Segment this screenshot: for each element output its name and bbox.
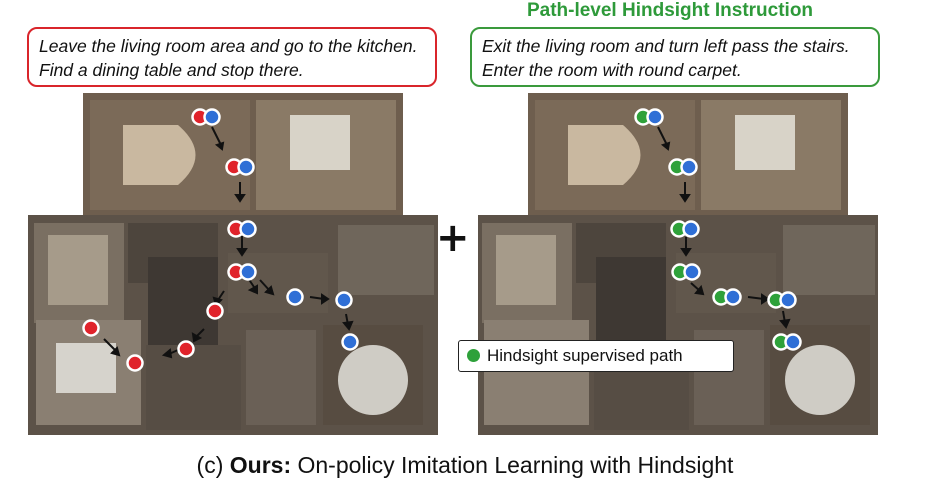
figure-caption: (c) Ours: On-policy Imitation Learning w… [0,450,930,480]
floorplan-rooms [34,100,434,430]
floorplan-map-right [478,85,878,435]
expert-path-blue [203,108,359,351]
floorplan-map-left [28,85,438,435]
expert-path-blue [646,108,802,351]
floorplan-rooms [482,100,875,430]
legend-box: Hindsight supervised path [458,340,734,372]
hindsight-instruction-heading: Path-level Hindsight Instruction [526,0,814,21]
caption-rest: On-policy Imitation Learning with Hindsi… [291,452,734,478]
path-arrows [103,126,354,359]
caption-prefix: (c) [196,452,230,478]
hindsight-instruction-box: Exit the living room and turn left pass … [470,27,880,87]
original-instruction-box: Leave the living room area and go to the… [27,27,437,87]
plus-sign: + [436,215,470,261]
caption-bold: Ours: [229,452,292,478]
path-arrows [657,126,791,329]
green-dot-icon [467,349,480,362]
legend-label: Hindsight supervised path [487,346,683,365]
hindsight-path-green [634,108,790,351]
